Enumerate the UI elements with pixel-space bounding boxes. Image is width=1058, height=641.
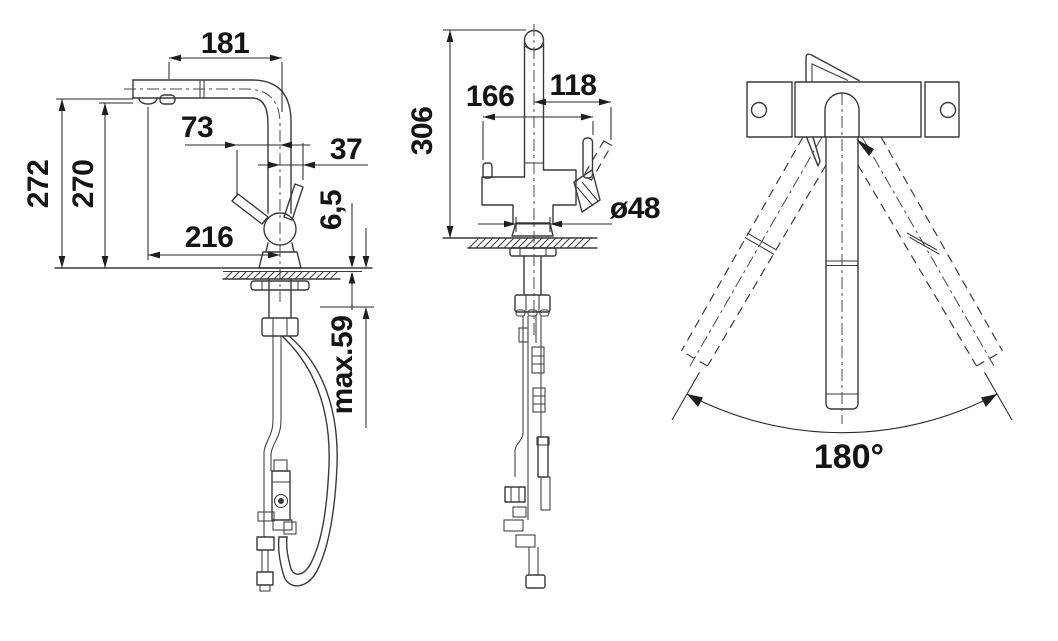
dim-spout-projection: 181 (201, 27, 250, 60)
dim-right-handle-span: 118 (550, 69, 597, 102)
dim-height-to-outlet: 270 (67, 160, 100, 209)
left-lever (231, 193, 269, 225)
dim-base-plate-height: 6,5 (315, 190, 348, 230)
hose-fitting (256, 536, 275, 551)
lever-paddle (573, 169, 601, 213)
lever-tilted-position (582, 140, 613, 181)
mounting-nut-front (514, 294, 551, 313)
faucet-levers (231, 183, 304, 269)
side-view-dimensions: 181 272 270 73 37 216 (22, 27, 374, 428)
pullout-hose-outer (277, 335, 338, 587)
base-flare (511, 222, 554, 237)
right-screw-hole (939, 101, 957, 119)
side-view: 181 272 270 73 37 216 (22, 27, 374, 592)
spray-clip (159, 94, 176, 105)
dim-height-to-spout-top: 272 (22, 160, 55, 209)
mounting-bar (746, 53, 960, 167)
spout-top-view (824, 92, 874, 424)
mounting-nut (261, 317, 299, 337)
connection-nut (256, 571, 274, 586)
counter-hatch-front (468, 237, 592, 249)
supply-end-nut (525, 574, 546, 589)
front-view-dimensions: 306 166 118 ø48 (406, 29, 661, 238)
left-screw-hole (750, 101, 768, 119)
counter-section-side (54, 267, 373, 280)
pivot-arrow (856, 139, 874, 156)
dim-base-diameter: ø48 (610, 192, 660, 225)
right-plate (924, 81, 960, 138)
check-valve-front (537, 436, 549, 478)
faucet-front-outline (481, 24, 613, 338)
under-counter-front (503, 247, 557, 589)
handle-top-view (805, 53, 860, 83)
valve-knob (278, 498, 284, 504)
dim-lever-side-offset: 37 (330, 133, 362, 166)
ball-joint (263, 212, 297, 246)
spout-centerline (124, 88, 281, 302)
dim-total-height: 306 (406, 107, 439, 156)
dim-swivel-range: 180° (814, 438, 884, 476)
mounting-washer (250, 280, 310, 291)
swivel-arms (680, 136, 1004, 367)
center-plate (794, 81, 922, 138)
right-lever (283, 183, 304, 221)
dim-max-counter-thickness: max.59 (326, 316, 359, 415)
front-view: 306 166 118 ø48 (406, 24, 661, 589)
faucet-spout-outline (124, 79, 292, 302)
check-valve-block (271, 470, 291, 521)
left-plate (746, 81, 793, 138)
counter-section-front (442, 237, 598, 249)
hex-fitting-front (504, 486, 526, 503)
filter-lever-pin (482, 162, 493, 179)
dim-lever-front-offset: 73 (181, 111, 213, 144)
counter-hatch-side (224, 271, 338, 280)
under-counter-side (250, 278, 338, 592)
dim-handle-span: 166 (466, 80, 515, 113)
pullout-hose-inner (281, 335, 330, 575)
top-view: 180° (671, 53, 1013, 476)
swivel-arc-dimension: 180° (671, 372, 1013, 476)
dim-outlet-reach: 216 (185, 221, 234, 254)
